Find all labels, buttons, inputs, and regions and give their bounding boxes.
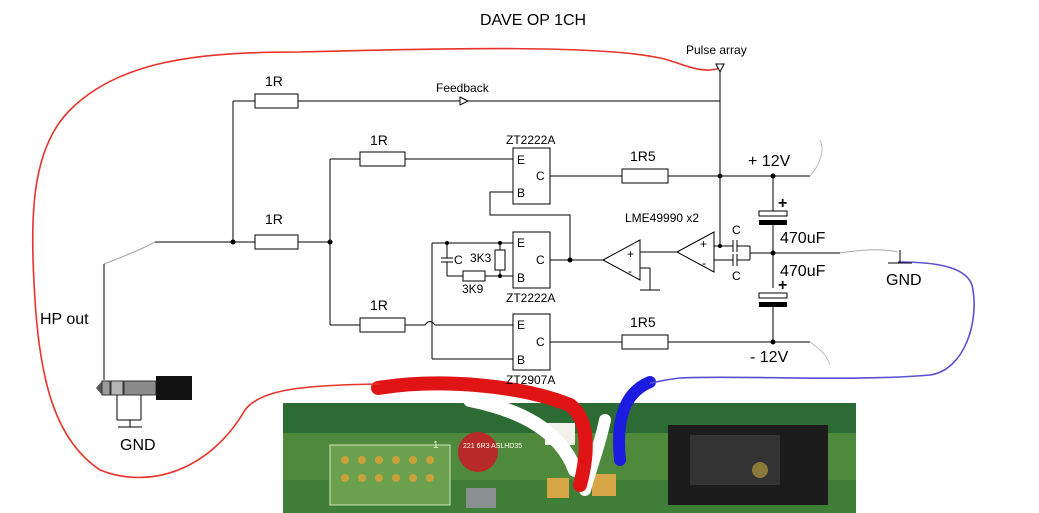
resistor-3k3 [494, 249, 506, 271]
smd-pad [547, 478, 569, 498]
q2-collector-label: C [536, 253, 545, 267]
bias-network: C 3K9 3K3 [431, 241, 513, 359]
q2-name: ZT2222A [506, 291, 555, 305]
cap-470uf-lower: + 470uF [758, 263, 826, 342]
r-plus-label: 1R5 [630, 148, 656, 164]
transistor-q3: ZT2907A E B C [506, 313, 555, 387]
opamp2-plus: + [700, 237, 707, 251]
r-3k9-label: 3K9 [462, 282, 484, 296]
svg-text:+: + [778, 195, 787, 212]
cap-upper-value: 470uF [780, 230, 826, 247]
r-top-label: 1R [370, 132, 388, 148]
opamp1-minus: - [628, 264, 632, 278]
r-bottom-label: 1R [370, 297, 388, 313]
pcb-photo: 1 221 6R3 ASLHD35 [283, 376, 856, 513]
minus-12v-label: - 12V [750, 349, 789, 366]
resistor-mid [254, 234, 299, 250]
q2-emitter-label: E [517, 236, 525, 250]
c-lower-label: C [732, 269, 741, 283]
r-mid-label: 1R [265, 211, 283, 227]
cap-lower-value: 470uF [780, 263, 826, 280]
resistor-3k9 [462, 270, 486, 282]
q1-base-label: B [517, 186, 525, 200]
q1-name: ZT2222A [506, 133, 555, 147]
transistor-q2: ZT2222A E B C [506, 231, 555, 305]
hp-out-jack: HP out GND [40, 241, 192, 454]
pulse-array-terminal [715, 63, 725, 74]
opamp1-plus: + [627, 247, 634, 261]
r-feedback-label: 1R [265, 73, 283, 89]
opamp2-minus: - [702, 256, 706, 270]
c-bias-label: C [454, 253, 463, 267]
resistor-bottom [359, 317, 406, 333]
q3-base-label: B [517, 353, 525, 367]
cap-470uf-upper: + 470uF [758, 176, 826, 288]
r-3k3-label: 3K3 [470, 251, 492, 265]
gnd-left-label: GND [120, 437, 156, 454]
q1-collector-label: C [536, 169, 545, 183]
opamp-1: + - [601, 239, 660, 291]
hp-out-label: HP out [40, 311, 89, 328]
jack-plug-body [156, 376, 192, 400]
q3-name: ZT2907A [506, 373, 555, 387]
feedback-path: Feedback 1R [232, 73, 720, 242]
plus-12v-label: + 12V [748, 153, 791, 170]
r-minus-label: 1R5 [630, 314, 656, 330]
smd-pad-2 [592, 474, 616, 496]
q3-collector-label: C [536, 335, 545, 349]
feedback-label: Feedback [436, 81, 490, 95]
board-number: 1 [433, 440, 439, 451]
resistor-top [359, 151, 406, 167]
q1-emitter-label: E [517, 153, 525, 167]
cap-marking: 221 6R3 ASLHD35 [463, 443, 522, 450]
pulse-array-label: Pulse array [686, 43, 747, 57]
svg-text:+: + [778, 277, 787, 294]
resistor-plus [621, 168, 669, 184]
ground-symbol-right: GND [886, 250, 922, 289]
opamp-2: + - [675, 231, 715, 273]
blue-ground-wire [649, 261, 975, 384]
resistor-minus [621, 334, 669, 350]
q2-base-label: B [517, 271, 525, 285]
diagram-title: DAVE OP 1CH [480, 12, 586, 29]
red-output-wire [31, 47, 721, 479]
transistor-q1: ZT2222A E B C [506, 133, 555, 205]
c-upper-label: C [732, 223, 741, 237]
gnd-right-label: GND [886, 272, 922, 289]
electrolytic-capacitor [458, 432, 498, 472]
q3-emitter-label: E [517, 318, 525, 332]
resistor-feedback [254, 93, 299, 109]
opamp-label: LME49990 x2 [625, 211, 699, 225]
